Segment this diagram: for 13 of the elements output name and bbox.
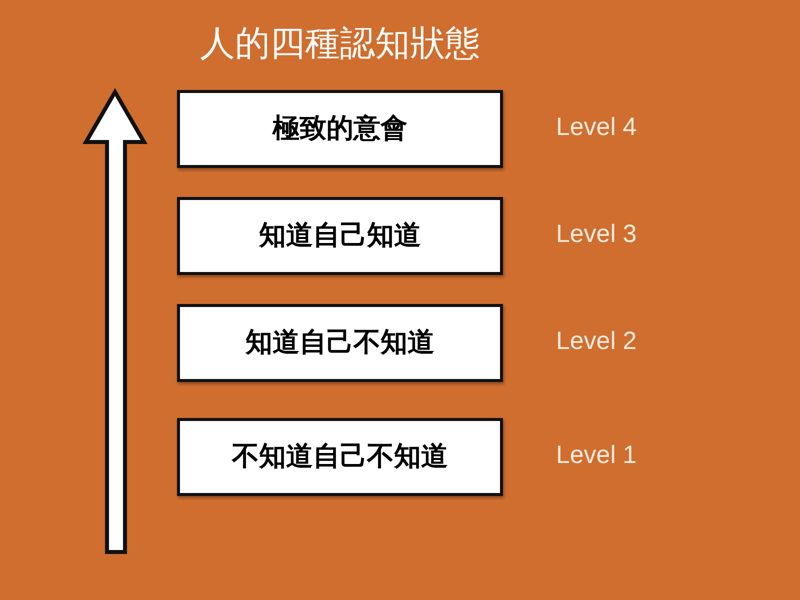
level-box xyxy=(177,197,503,275)
level-label: Level 2 xyxy=(556,326,637,356)
diagram-title: 人的四種認知狀態 xyxy=(199,23,481,66)
state-text: 知道自己知道 xyxy=(259,219,421,253)
state-text: 極致的意會 xyxy=(272,112,408,146)
level-box xyxy=(177,304,503,382)
level-box xyxy=(177,90,503,168)
level-label: Level 4 xyxy=(556,112,637,142)
level-label: Level 1 xyxy=(556,440,637,470)
state-text: 不知道自己不知道 xyxy=(232,440,448,474)
level-label: Level 3 xyxy=(556,219,637,249)
level-box xyxy=(177,418,503,496)
state-text: 知道自己不知道 xyxy=(246,326,434,360)
